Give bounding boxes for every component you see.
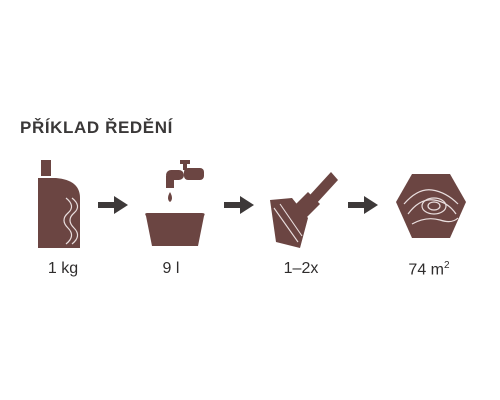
arrow-icon xyxy=(98,196,130,214)
step-label-bottle: 1 kg xyxy=(47,260,79,277)
step-label-wood: 74 m2 xyxy=(408,260,450,279)
step-label-brush: 1–2x xyxy=(283,260,319,277)
brush-icon xyxy=(270,172,338,248)
wood-log-icon xyxy=(396,174,466,238)
water-tap-bucket-icon xyxy=(145,160,205,246)
step-bottle xyxy=(36,158,116,253)
bottle-icon xyxy=(38,160,80,248)
step-label-water: 9 l xyxy=(162,260,180,277)
step-wood xyxy=(392,158,472,253)
step-brush xyxy=(268,158,348,253)
page-title: PŘÍKLAD ŘEDĚNÍ xyxy=(20,118,173,137)
step-water xyxy=(144,158,224,253)
arrow-icon xyxy=(224,196,256,214)
arrow-icon xyxy=(348,196,380,214)
